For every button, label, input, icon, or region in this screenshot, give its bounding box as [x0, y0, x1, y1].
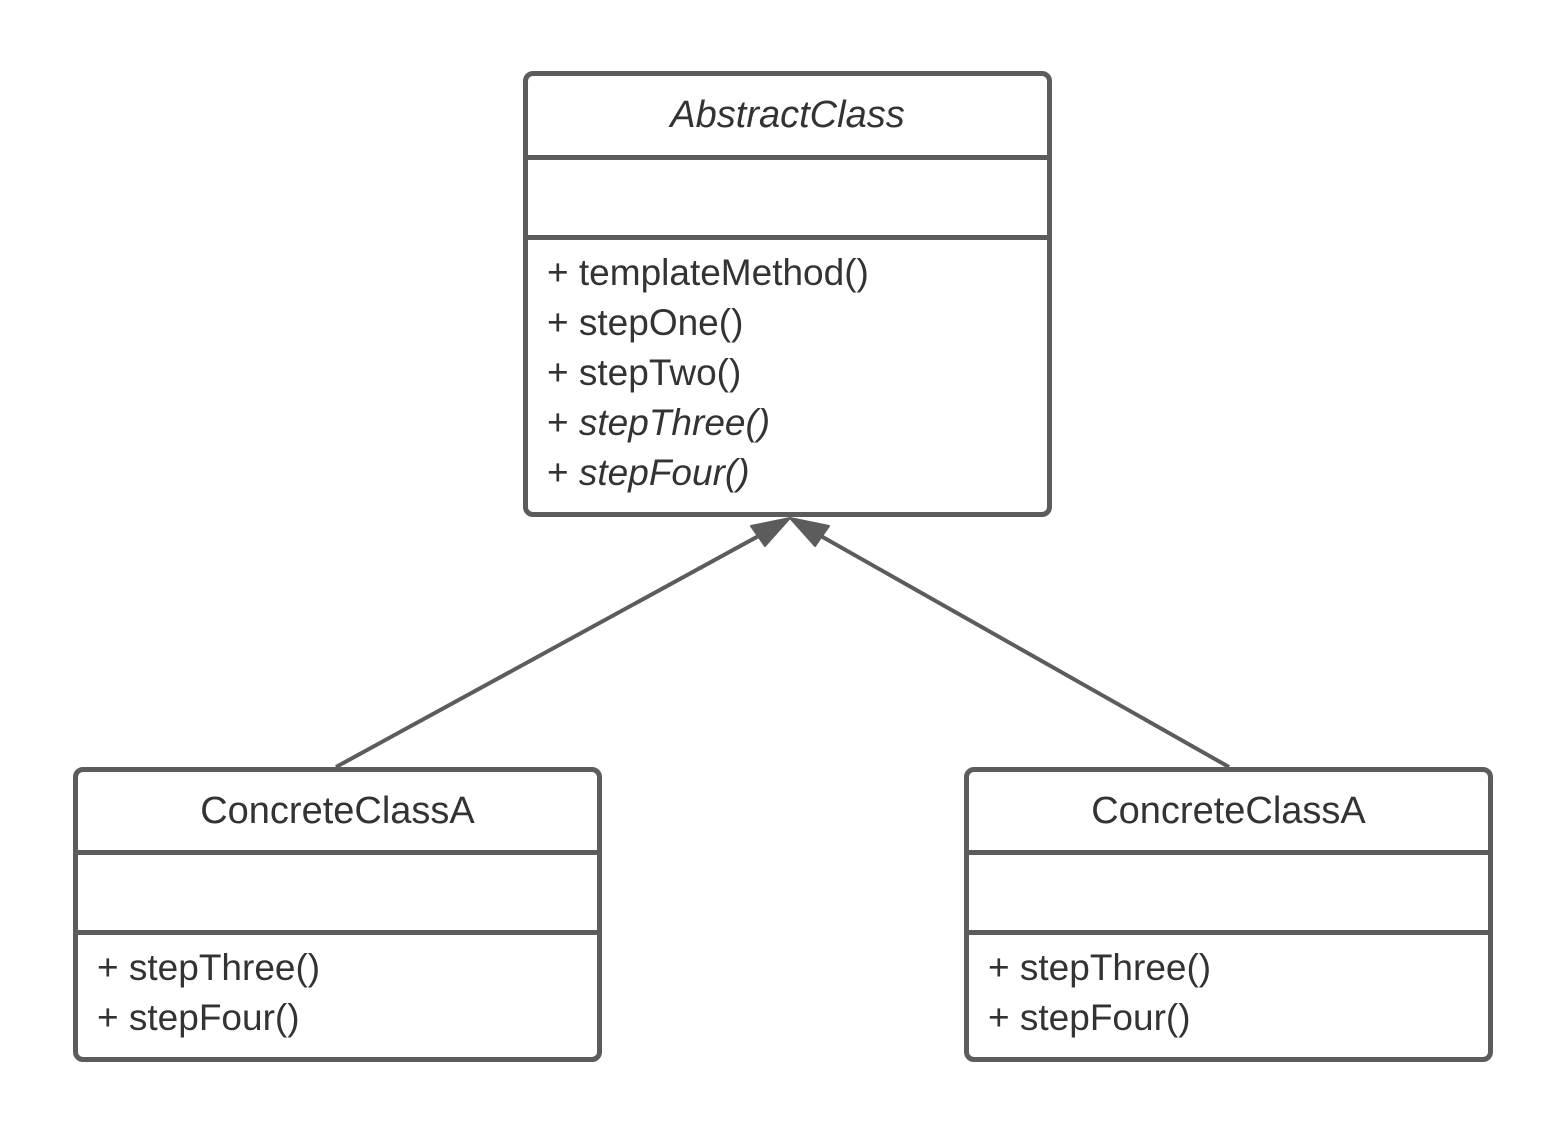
concrete-class-right-box[interactable]: ConcreteClassA + stepThree() + stepFour(…: [964, 767, 1493, 1062]
methods-compartment: + stepThree() + stepFour(): [78, 935, 597, 1057]
method-visibility: +: [547, 352, 579, 393]
method-visibility: +: [547, 452, 579, 493]
attributes-compartment: [78, 855, 597, 935]
class-name: ConcreteClassA: [78, 772, 597, 855]
method-signature: stepThree(): [1019, 947, 1212, 988]
method-signature: templateMethod(): [578, 252, 869, 293]
method-visibility: +: [988, 997, 1020, 1038]
method-item: + stepFour(): [547, 448, 1047, 498]
generalization-line-left: [335, 525, 776, 769]
method-item: + stepThree(): [97, 943, 597, 993]
method-visibility: +: [97, 947, 129, 988]
method-visibility: +: [547, 402, 579, 443]
method-item: + stepThree(): [988, 943, 1488, 993]
method-signature: stepOne(): [578, 302, 744, 343]
method-item: + stepThree(): [547, 398, 1047, 448]
method-visibility: +: [547, 302, 579, 343]
attributes-compartment: [969, 855, 1488, 935]
methods-compartment: + templateMethod() + stepOne() + stepTwo…: [528, 240, 1047, 512]
class-name: AbstractClass: [528, 76, 1047, 160]
abstract-method-signature: stepThree(): [578, 402, 771, 443]
method-item: + stepOne(): [547, 298, 1047, 348]
method-signature: stepTwo(): [578, 352, 742, 393]
method-item: + stepFour(): [97, 993, 597, 1043]
method-visibility: +: [988, 947, 1020, 988]
inheritance-arrowhead-right: [789, 517, 830, 547]
method-signature: stepFour(): [1019, 997, 1191, 1038]
concrete-class-left-box[interactable]: ConcreteClassA + stepThree() + stepFour(…: [73, 767, 602, 1062]
method-signature: stepFour(): [128, 997, 300, 1038]
method-signature: stepThree(): [128, 947, 321, 988]
method-visibility: +: [547, 252, 579, 293]
method-item: + stepFour(): [988, 993, 1488, 1043]
methods-compartment: + stepThree() + stepFour(): [969, 935, 1488, 1057]
inheritance-arrowhead-left: [750, 517, 791, 547]
class-name: ConcreteClassA: [969, 772, 1488, 855]
method-item: + stepTwo(): [547, 348, 1047, 398]
generalization-line-right: [804, 525, 1230, 769]
method-item: + templateMethod(): [547, 248, 1047, 298]
abstract-class-box[interactable]: AbstractClass + templateMethod() + stepO…: [523, 71, 1052, 517]
abstract-method-signature: stepFour(): [578, 452, 750, 493]
method-visibility: +: [97, 997, 129, 1038]
attributes-compartment: [528, 160, 1047, 240]
